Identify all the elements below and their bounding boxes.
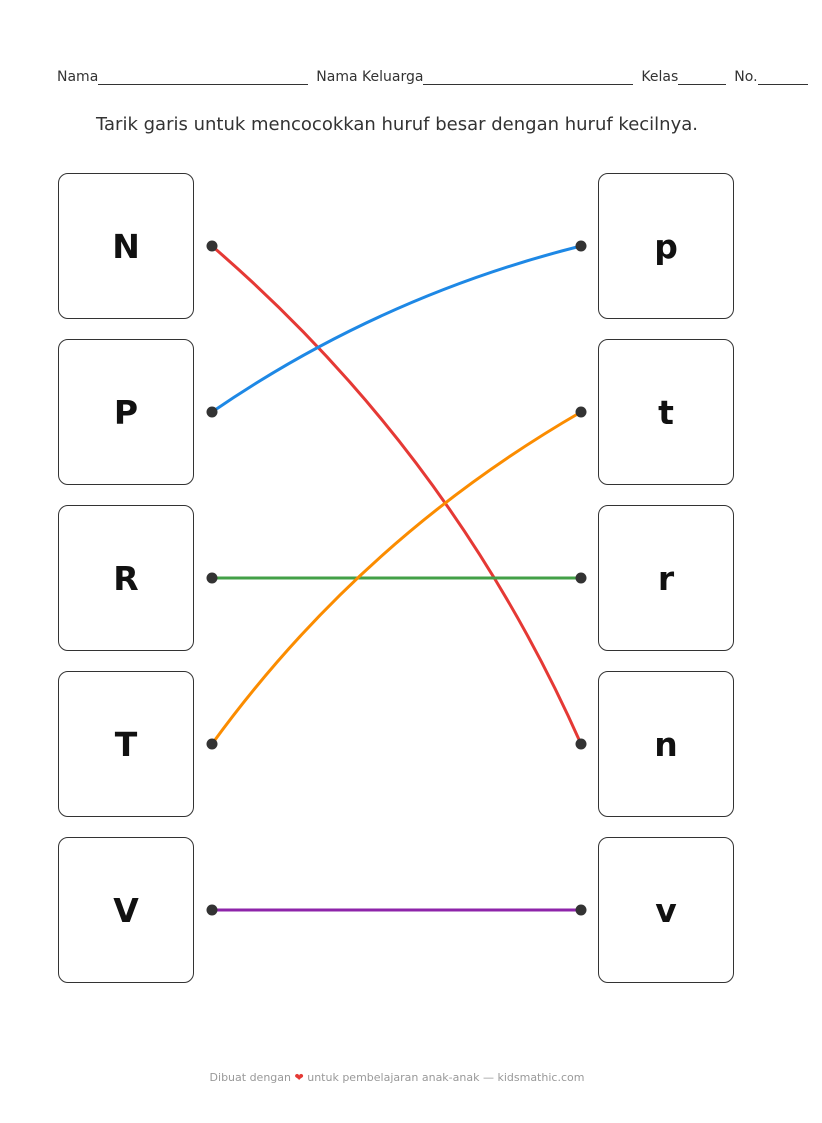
match-line-P-p — [211, 244, 582, 414]
right-dot[interactable] — [575, 406, 587, 418]
name-field[interactable] — [98, 70, 309, 85]
number-label: No. — [734, 69, 758, 85]
number-field[interactable] — [757, 70, 808, 85]
footer-text-after: untuk pembelajaran anak-anak — kidsmathi… — [307, 1071, 585, 1084]
name-label: Nama — [57, 69, 99, 85]
right-dot[interactable] — [575, 904, 587, 916]
match-line-N-n — [211, 244, 583, 745]
footer-text-before: Dibuat dengan — [209, 1071, 291, 1084]
lowercase-card: t — [598, 339, 734, 485]
family-name-label: Nama Keluarga — [316, 69, 424, 85]
uppercase-card: T — [58, 671, 194, 817]
left-dot[interactable] — [206, 904, 218, 916]
uppercase-card: P — [58, 339, 194, 485]
left-dot[interactable] — [206, 240, 218, 252]
lowercase-card: r — [598, 505, 734, 651]
right-dot[interactable] — [575, 240, 587, 252]
lowercase-card: p — [598, 173, 734, 319]
student-info-header: Nama Nama Keluarga Kelas No. — [57, 69, 808, 85]
left-dot[interactable] — [206, 572, 218, 584]
right-dot[interactable] — [575, 572, 587, 584]
left-dot[interactable] — [206, 406, 218, 418]
left-dot[interactable] — [206, 738, 218, 750]
uppercase-card: N — [58, 173, 194, 319]
class-field[interactable] — [678, 70, 727, 85]
instruction: Tarik garis untuk mencocokkan huruf besa… — [96, 114, 698, 135]
match-line-T-t — [210, 410, 582, 745]
lowercase-card: v — [598, 837, 734, 983]
lowercase-card: n — [598, 671, 734, 817]
family-name-field[interactable] — [423, 70, 634, 85]
uppercase-card: V — [58, 837, 194, 983]
uppercase-card: R — [58, 505, 194, 651]
footer: Dibuat dengan ❤ untuk pembelajaran anak-… — [0, 1071, 794, 1084]
class-label: Kelas — [641, 69, 679, 85]
right-dot[interactable] — [575, 738, 587, 750]
heart-icon: ❤ — [294, 1071, 304, 1084]
